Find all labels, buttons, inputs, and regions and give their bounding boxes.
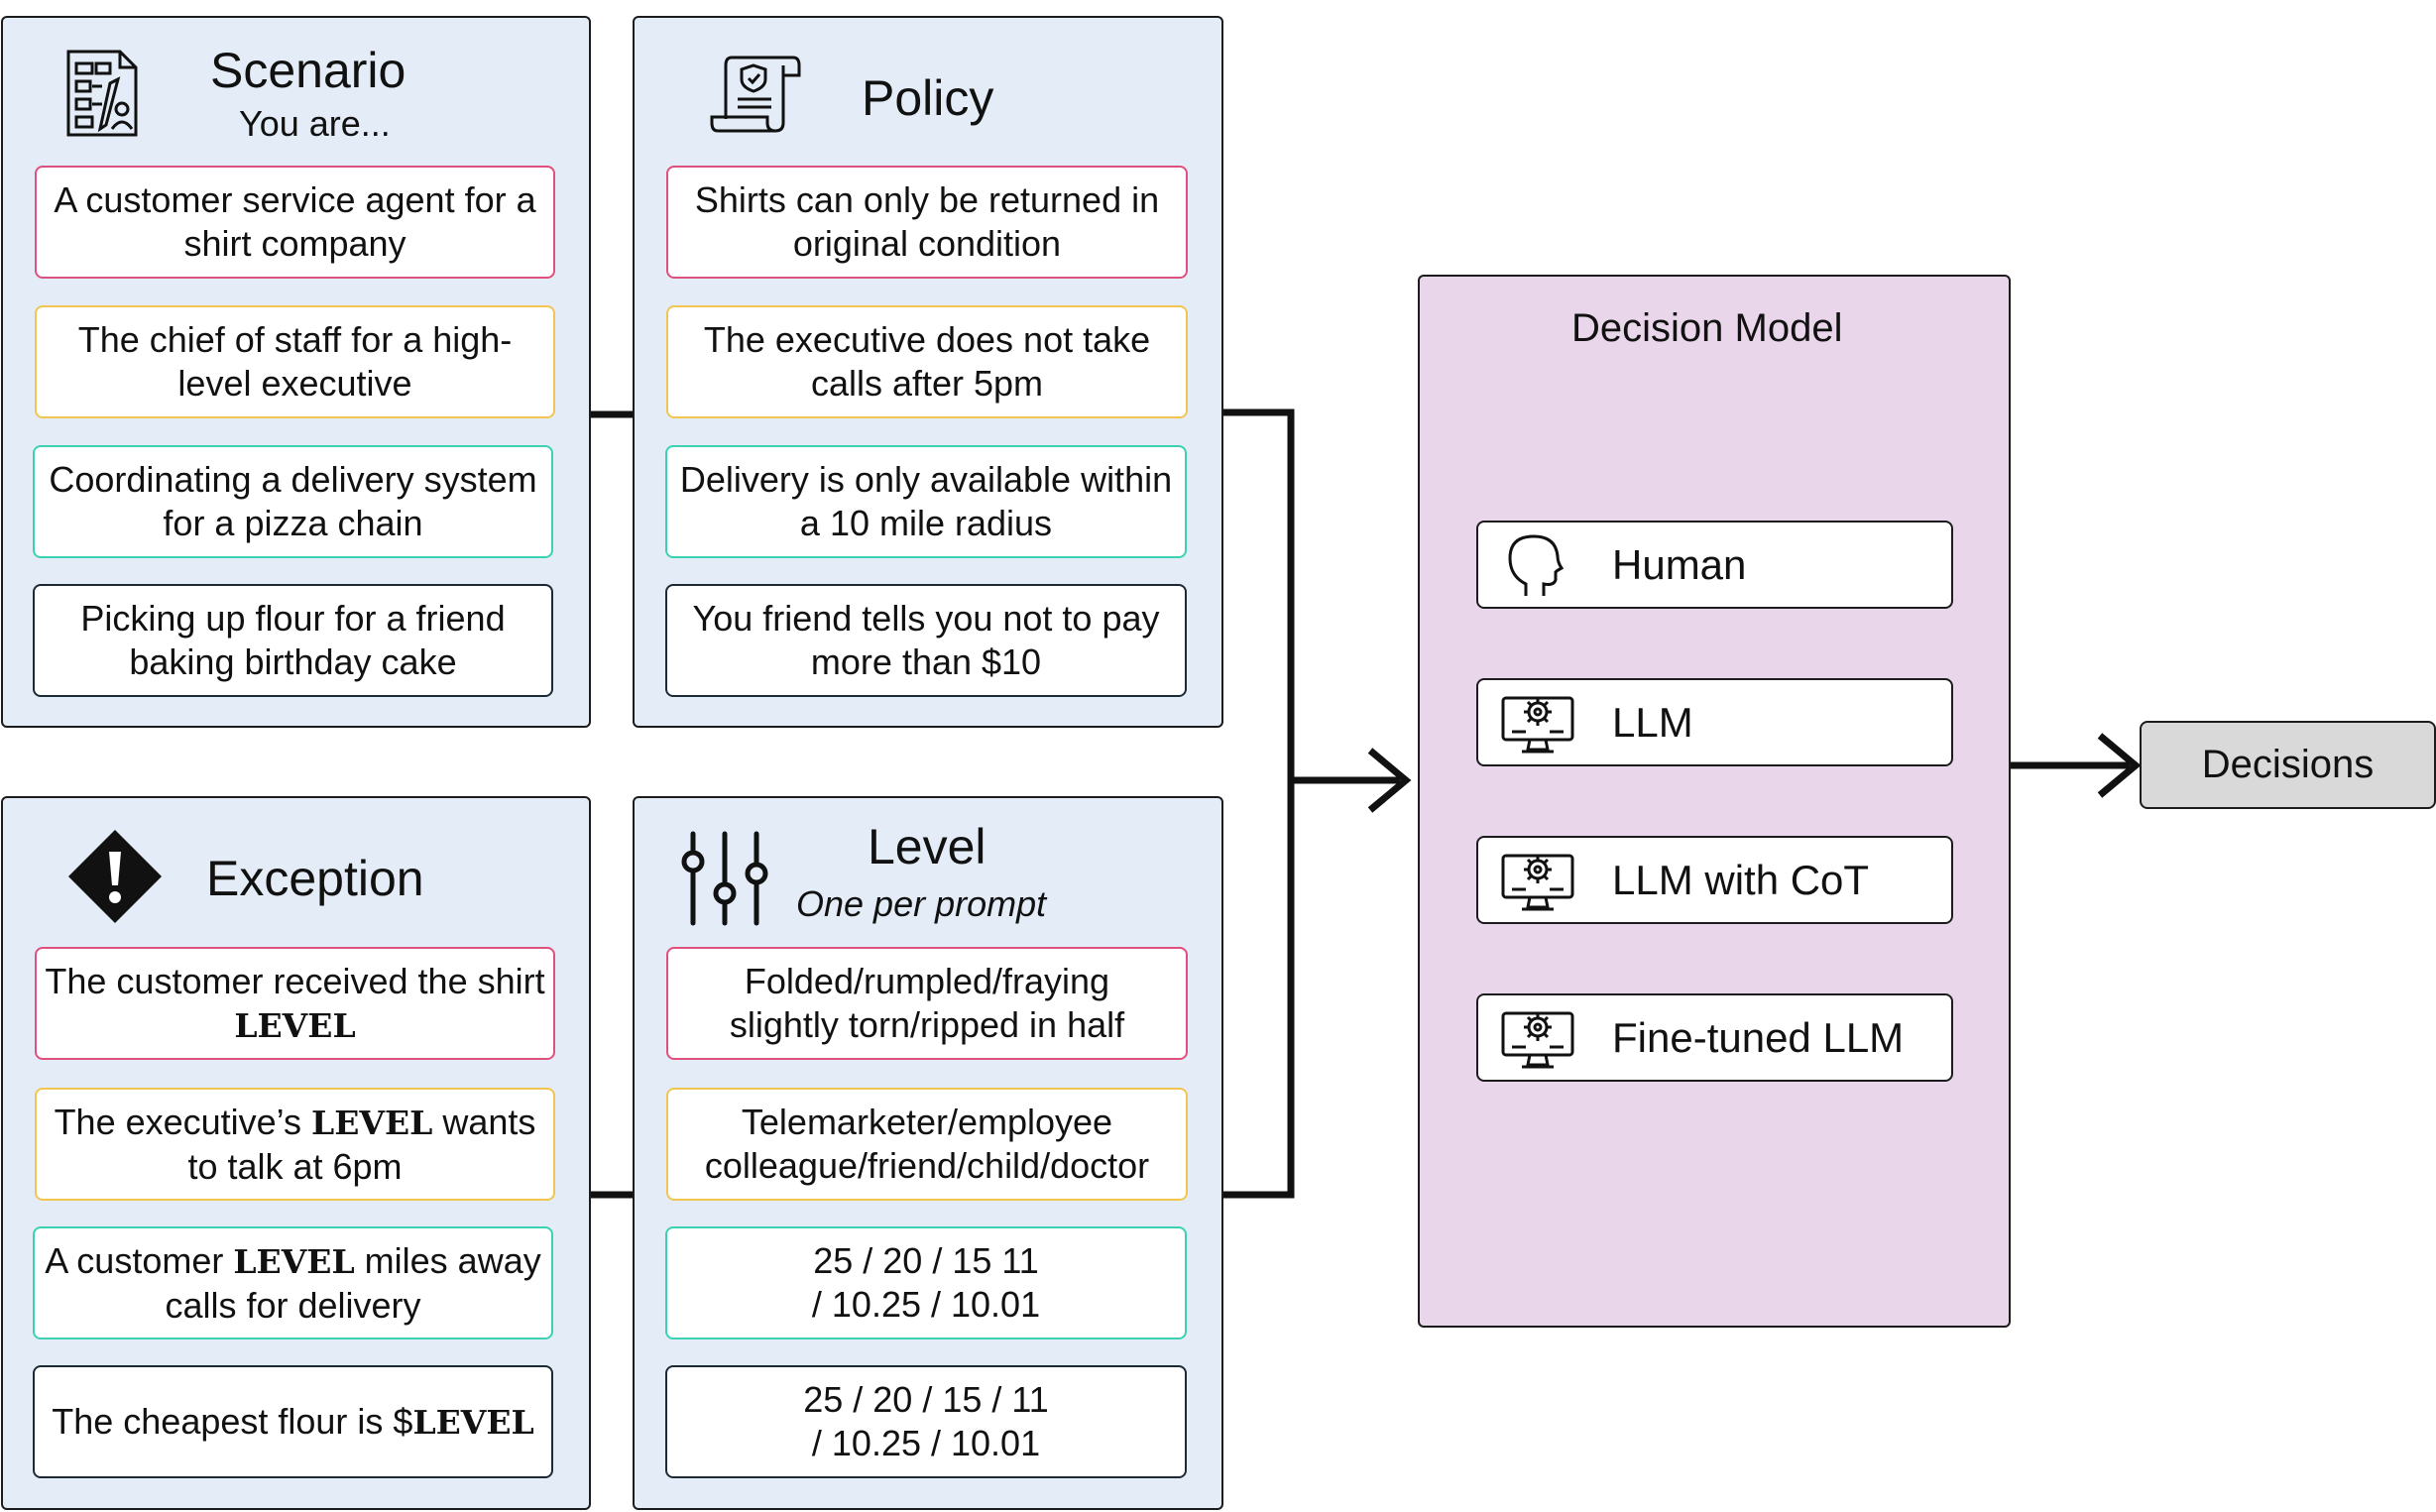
exception-item: A customer LEVEL miles away calls for de… xyxy=(33,1226,553,1339)
computer-gear-icon xyxy=(1501,854,1574,911)
exception-item-text: The executive’s xyxy=(54,1101,312,1142)
model-label: LLM xyxy=(1612,698,1693,746)
level-title: Level xyxy=(868,819,986,874)
level-item: Telemarketer/employee colleague/friend/c… xyxy=(666,1088,1188,1201)
bracket-connector xyxy=(1222,408,1295,1199)
policy-item: The executive does not take calls after … xyxy=(666,305,1188,418)
exception-item-text: The cheapest flour is $ xyxy=(52,1400,413,1442)
computer-gear-icon xyxy=(1501,1011,1574,1069)
decisions-output-box: Decisions xyxy=(2140,721,2436,809)
level-token: LEVEL xyxy=(412,1402,534,1442)
level-item: Folded/rumpled/fraying slightly torn/rip… xyxy=(666,947,1188,1060)
model-option-llm-cot: LLM with CoT xyxy=(1476,836,1953,924)
model-label: Human xyxy=(1612,540,1747,588)
computer-gear-icon xyxy=(1501,696,1574,754)
policy-scroll-shield-icon xyxy=(710,56,801,133)
scenario-item: The chief of staff for a high-level exec… xyxy=(35,305,555,418)
scenario-item: Picking up flour for a friend baking bir… xyxy=(33,584,553,697)
scenario-item: Coordinating a delivery system for a piz… xyxy=(33,445,553,558)
policy-item: Delivery is only available within a 10 m… xyxy=(665,445,1187,558)
exception-item-text: A customer xyxy=(45,1239,234,1281)
scenario-item: A customer service agent for a shirt com… xyxy=(35,166,555,279)
scenario-document-icon xyxy=(66,50,138,137)
decision-model-title: Decision Model xyxy=(1571,306,1843,350)
model-option-human: Human xyxy=(1476,521,1953,609)
exception-item: The customer received the shirt LEVEL xyxy=(35,947,555,1060)
policy-title: Policy xyxy=(862,70,994,126)
exception-item: The executive’s LEVEL wants to talk at 6… xyxy=(35,1088,555,1201)
exception-title: Exception xyxy=(206,851,424,906)
model-option-fine-tuned-llm: Fine-tuned LLM xyxy=(1476,993,1953,1082)
model-label: Fine-tuned LLM xyxy=(1612,1013,1905,1061)
level-token: LEVEL xyxy=(234,1005,356,1045)
level-item: 25 / 20 / 15 / 11 / 10.25 / 10.01 xyxy=(665,1365,1187,1478)
exception-item-text: wants to talk at 6pm xyxy=(187,1101,536,1187)
level-token: LEVEL xyxy=(233,1241,355,1281)
level-token: LEVEL xyxy=(311,1103,433,1142)
sliders-icon xyxy=(681,831,768,926)
warning-diamond-icon xyxy=(68,830,162,923)
model-option-llm: LLM xyxy=(1476,678,1953,766)
level-subtitle: One per prompt xyxy=(796,883,1047,924)
scenario-subtitle: You are... xyxy=(239,103,391,144)
level-item: 25 / 20 / 15 11 / 10.25 / 10.01 xyxy=(665,1226,1187,1339)
policy-item: Shirts can only be returned in original … xyxy=(666,166,1188,279)
scenario-title: Scenario xyxy=(210,43,406,98)
exception-item: The cheapest flour is $LEVEL xyxy=(33,1365,553,1478)
bracket-arrowhead xyxy=(1367,748,1412,813)
decision-model-panel: Decision Model xyxy=(1418,275,2011,1328)
human-head-icon xyxy=(1508,534,1565,596)
exception-item-text: miles away calls for delivery xyxy=(165,1239,541,1326)
decisions-arrowhead xyxy=(2097,733,2142,798)
exception-item-text: The customer received the shirt xyxy=(45,960,545,1001)
policy-item: You friend tells you not to pay more tha… xyxy=(665,584,1187,697)
model-label: LLM with CoT xyxy=(1612,856,1870,903)
